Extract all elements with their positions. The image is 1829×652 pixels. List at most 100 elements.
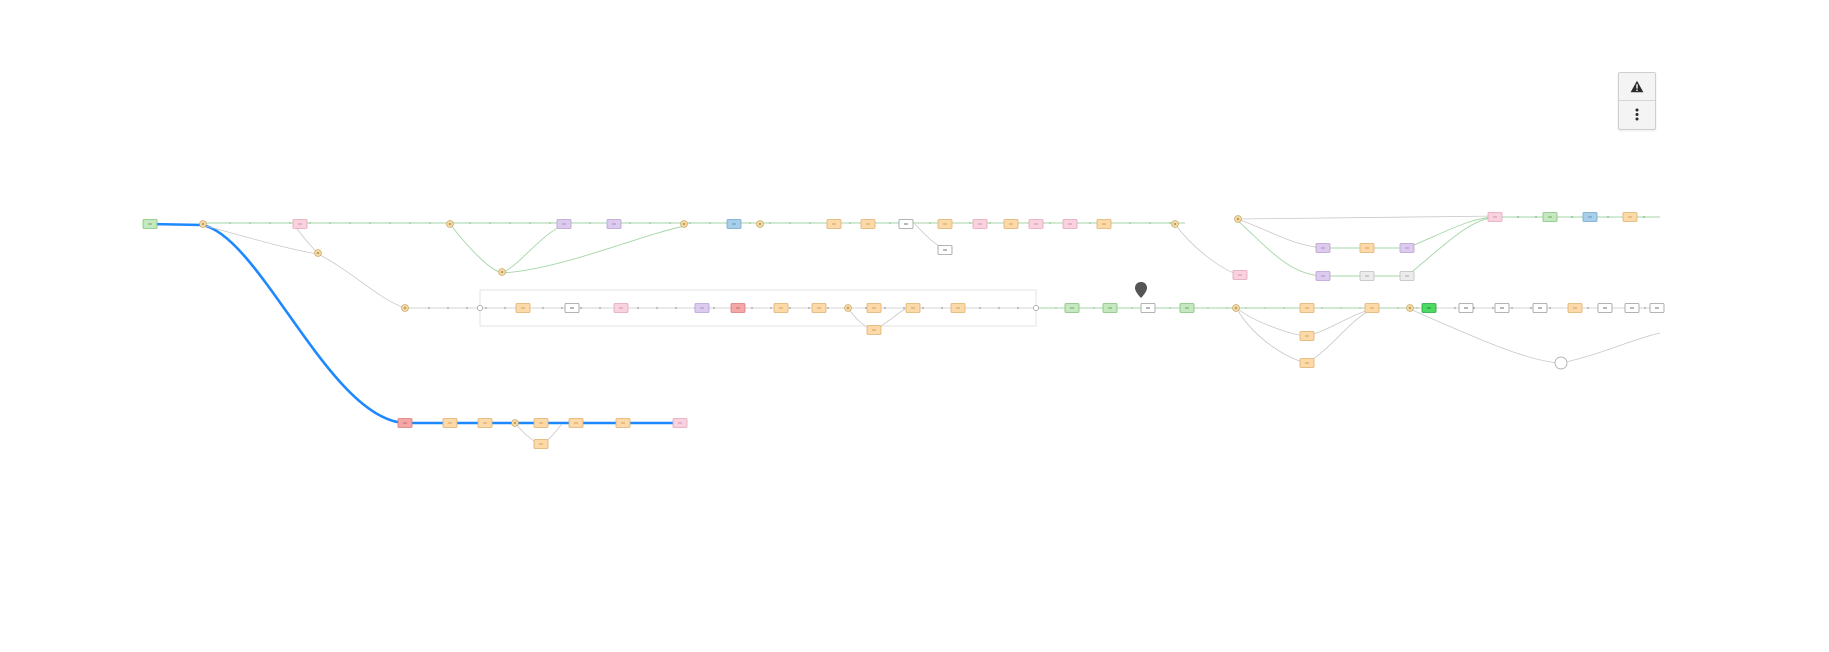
warning-button[interactable] xyxy=(1619,73,1655,100)
task-node[interactable] xyxy=(1624,303,1640,313)
task-node[interactable] xyxy=(950,303,966,313)
subprocess-end-event[interactable] xyxy=(1033,305,1039,311)
task-node[interactable] xyxy=(1399,243,1415,253)
task-node[interactable] xyxy=(606,219,622,229)
task-node[interactable] xyxy=(898,219,914,229)
task-node[interactable] xyxy=(726,219,742,229)
task-node[interactable] xyxy=(292,219,308,229)
task-node[interactable] xyxy=(1359,271,1375,281)
gateway-node[interactable] xyxy=(1406,304,1414,312)
edge-arrow xyxy=(1473,307,1475,309)
task-node[interactable] xyxy=(1299,331,1315,341)
gateway-node[interactable] xyxy=(1234,215,1242,223)
task-node[interactable] xyxy=(1062,219,1078,229)
edge-arrow xyxy=(509,222,511,224)
edge-arrow xyxy=(889,222,891,224)
gateway-node[interactable] xyxy=(1171,220,1179,228)
edge xyxy=(1409,308,1661,364)
task-node[interactable] xyxy=(672,418,688,428)
task-node[interactable] xyxy=(1003,219,1019,229)
gateway-node[interactable] xyxy=(446,220,454,228)
task-node[interactable] xyxy=(556,219,572,229)
task-node[interactable] xyxy=(972,219,988,229)
task-node[interactable] xyxy=(1140,303,1156,313)
gateway-node[interactable] xyxy=(680,220,688,228)
edge-arrow xyxy=(529,222,531,224)
edge-arrow xyxy=(979,307,981,309)
task-node[interactable] xyxy=(905,303,921,313)
task-node[interactable] xyxy=(1494,303,1510,313)
edge-arrow xyxy=(469,222,471,224)
task-node[interactable] xyxy=(826,219,842,229)
start-gateway[interactable] xyxy=(199,220,207,228)
task-node[interactable] xyxy=(1458,303,1474,313)
task-node[interactable] xyxy=(730,303,746,313)
task-node[interactable] xyxy=(937,245,953,255)
edge-arrow xyxy=(941,307,943,309)
subprocess-start-event[interactable] xyxy=(477,305,483,311)
edge-arrow xyxy=(709,222,711,224)
more-options-button[interactable] xyxy=(1619,100,1655,128)
edge-arrow xyxy=(369,222,371,224)
task-node[interactable] xyxy=(568,418,584,428)
task-node[interactable] xyxy=(866,303,882,313)
edge-arrow xyxy=(1492,307,1494,309)
task-node[interactable] xyxy=(442,418,458,428)
gateway-node[interactable] xyxy=(498,268,506,276)
task-node[interactable] xyxy=(564,303,580,313)
task-node[interactable] xyxy=(533,418,549,428)
task-node[interactable] xyxy=(1096,219,1112,229)
edge-arrow xyxy=(1049,222,1051,224)
task-node[interactable] xyxy=(1064,303,1080,313)
task-node[interactable] xyxy=(1649,303,1665,313)
task-node[interactable] xyxy=(613,303,629,313)
task-node[interactable] xyxy=(397,418,413,428)
task-node[interactable] xyxy=(866,325,882,335)
task-node[interactable] xyxy=(937,219,953,229)
task-node[interactable] xyxy=(1582,212,1598,222)
gateway-node[interactable] xyxy=(844,304,852,312)
edge-arrow xyxy=(789,307,791,309)
edge-arrow xyxy=(865,307,867,309)
task-node[interactable] xyxy=(1299,303,1315,313)
edge xyxy=(1236,308,1308,364)
task-node[interactable] xyxy=(1542,212,1558,222)
task-node[interactable] xyxy=(1532,303,1548,313)
edge-arrow xyxy=(1535,216,1537,218)
task-node[interactable] xyxy=(1299,358,1315,368)
task-node[interactable] xyxy=(1232,270,1248,280)
timer-event[interactable] xyxy=(1554,356,1568,370)
gateway-node[interactable] xyxy=(511,419,519,427)
gateway-node[interactable] xyxy=(314,249,322,257)
task-node[interactable] xyxy=(477,418,493,428)
gateway-node[interactable] xyxy=(401,304,409,312)
task-node[interactable] xyxy=(1315,271,1331,281)
graph-nodes xyxy=(142,212,1665,449)
edge-arrow xyxy=(249,222,251,224)
task-node[interactable] xyxy=(533,439,549,449)
task-node[interactable] xyxy=(694,303,710,313)
task-node[interactable] xyxy=(1102,303,1118,313)
task-node[interactable] xyxy=(773,303,789,313)
task-node[interactable] xyxy=(1179,303,1195,313)
task-node[interactable] xyxy=(515,303,531,313)
task-node[interactable] xyxy=(1622,212,1638,222)
active-task[interactable] xyxy=(1421,303,1437,313)
task-node[interactable] xyxy=(1567,303,1583,313)
task-node[interactable] xyxy=(1364,303,1380,313)
task-node[interactable] xyxy=(1359,243,1375,253)
task-node[interactable] xyxy=(1315,243,1331,253)
location-pin-icon[interactable] xyxy=(1135,282,1147,298)
task-node[interactable] xyxy=(860,219,876,229)
task-node[interactable] xyxy=(1597,303,1613,313)
task-node[interactable] xyxy=(1028,219,1044,229)
task-node[interactable] xyxy=(1399,271,1415,281)
gateway-node[interactable] xyxy=(756,220,764,228)
task-node[interactable] xyxy=(1487,212,1503,222)
task-node[interactable] xyxy=(811,303,827,313)
gateway-node[interactable] xyxy=(1232,304,1240,312)
task-node[interactable] xyxy=(615,418,631,428)
edge-arrow xyxy=(409,222,411,224)
start-task[interactable] xyxy=(142,219,158,229)
